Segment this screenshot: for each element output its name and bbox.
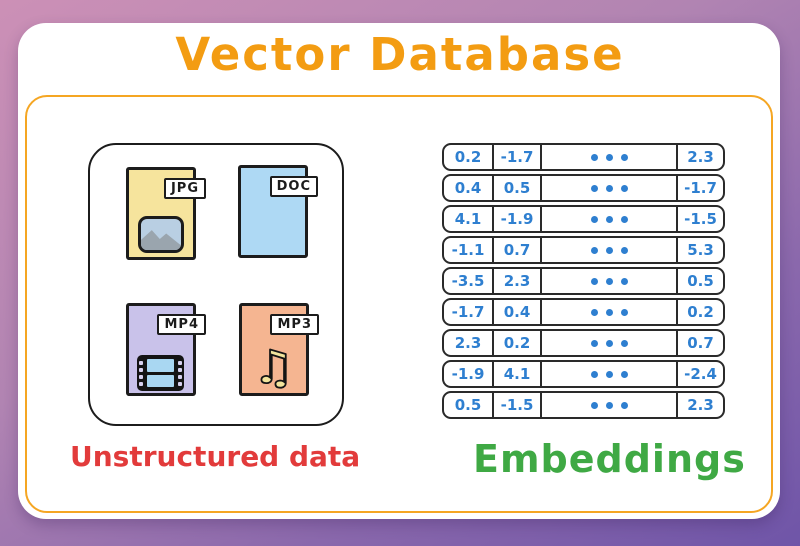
file-type-badge: MP3 bbox=[270, 314, 319, 335]
ellipsis-icon bbox=[542, 207, 678, 231]
film-frames bbox=[147, 359, 174, 387]
table-row: 2.3 0.2 0.7 bbox=[442, 329, 725, 357]
content-border bbox=[25, 95, 773, 513]
vector-value: 2.3 bbox=[687, 148, 714, 166]
ellipsis-icon bbox=[542, 269, 678, 293]
vector-value: 0.5 bbox=[494, 176, 542, 200]
ellipsis-icon bbox=[542, 393, 678, 417]
vector-value: -1.9 bbox=[494, 207, 542, 231]
ellipsis-icon bbox=[542, 362, 678, 386]
ellipsis-icon bbox=[542, 145, 678, 169]
vector-value: -2.4 bbox=[684, 365, 717, 383]
ellipsis-icon bbox=[542, 238, 678, 262]
vector-value: 0.7 bbox=[687, 334, 714, 352]
vector-value: 0.4 bbox=[494, 300, 542, 324]
page-title: Vector Database bbox=[175, 28, 625, 81]
ellipsis-icon bbox=[542, 331, 678, 355]
vector-value: -3.5 bbox=[444, 269, 494, 293]
table-row: -3.5 2.3 0.5 bbox=[442, 267, 725, 295]
vector-value: 4.1 bbox=[494, 362, 542, 386]
vector-value: 0.7 bbox=[494, 238, 542, 262]
vector-value: -1.7 bbox=[494, 145, 542, 169]
vector-value: -1.5 bbox=[494, 393, 542, 417]
vector-value: -1.5 bbox=[684, 210, 717, 228]
table-row: -1.7 0.4 0.2 bbox=[442, 298, 725, 326]
vector-value: -1.7 bbox=[684, 179, 717, 197]
film-strip-icon bbox=[137, 355, 184, 391]
file-type-badge: JPG bbox=[163, 178, 206, 199]
file-type-badge: MP4 bbox=[157, 314, 206, 335]
vector-value: -1.9 bbox=[444, 362, 494, 386]
embeddings-table: 0.2 -1.7 2.3 0.4 0.5 -1.7 4.1 -1.9 -1.5 … bbox=[442, 143, 725, 419]
vector-value: 2.3 bbox=[687, 396, 714, 414]
vector-value: 0.2 bbox=[494, 331, 542, 355]
film-frame bbox=[147, 374, 174, 387]
table-row: -1.9 4.1 -2.4 bbox=[442, 360, 725, 388]
ellipsis-icon bbox=[542, 300, 678, 324]
file-type-badge: DOC bbox=[269, 176, 318, 197]
vector-value: 0.5 bbox=[687, 272, 714, 290]
file-card-mp3: MP3 ♫ bbox=[239, 303, 319, 396]
sprocket-holes bbox=[178, 360, 182, 386]
embeddings-label: Embeddings bbox=[473, 437, 746, 481]
file-card-jpg: JPG bbox=[126, 167, 206, 260]
mountain-shape bbox=[141, 230, 181, 250]
table-row: 0.2 -1.7 2.3 bbox=[442, 143, 725, 171]
file-card-doc: DOC bbox=[238, 165, 318, 258]
vector-value: 0.4 bbox=[444, 176, 494, 200]
image-icon bbox=[138, 216, 184, 253]
music-note-icon: ♫ bbox=[252, 340, 295, 394]
file-card-mp4: MP4 bbox=[126, 303, 206, 396]
ellipsis-icon bbox=[542, 176, 678, 200]
vector-value: 0.2 bbox=[444, 145, 494, 169]
unstructured-data-box: JPG DOC MP4 bbox=[88, 143, 344, 426]
table-row: 0.5 -1.5 2.3 bbox=[442, 391, 725, 419]
table-row: -1.1 0.7 5.3 bbox=[442, 236, 725, 264]
vector-value: -1.7 bbox=[444, 300, 494, 324]
vector-value: 2.3 bbox=[494, 269, 542, 293]
table-row: 4.1 -1.9 -1.5 bbox=[442, 205, 725, 233]
film-frame bbox=[147, 359, 174, 372]
unstructured-data-label: Unstructured data bbox=[70, 440, 361, 473]
vector-value: -1.1 bbox=[444, 238, 494, 262]
vector-value: 0.2 bbox=[687, 303, 714, 321]
table-row: 0.4 0.5 -1.7 bbox=[442, 174, 725, 202]
vector-value: 2.3 bbox=[444, 331, 494, 355]
vector-value: 5.3 bbox=[687, 241, 714, 259]
sprocket-holes bbox=[139, 360, 143, 386]
vector-value: 4.1 bbox=[444, 207, 494, 231]
vector-value: 0.5 bbox=[444, 393, 494, 417]
